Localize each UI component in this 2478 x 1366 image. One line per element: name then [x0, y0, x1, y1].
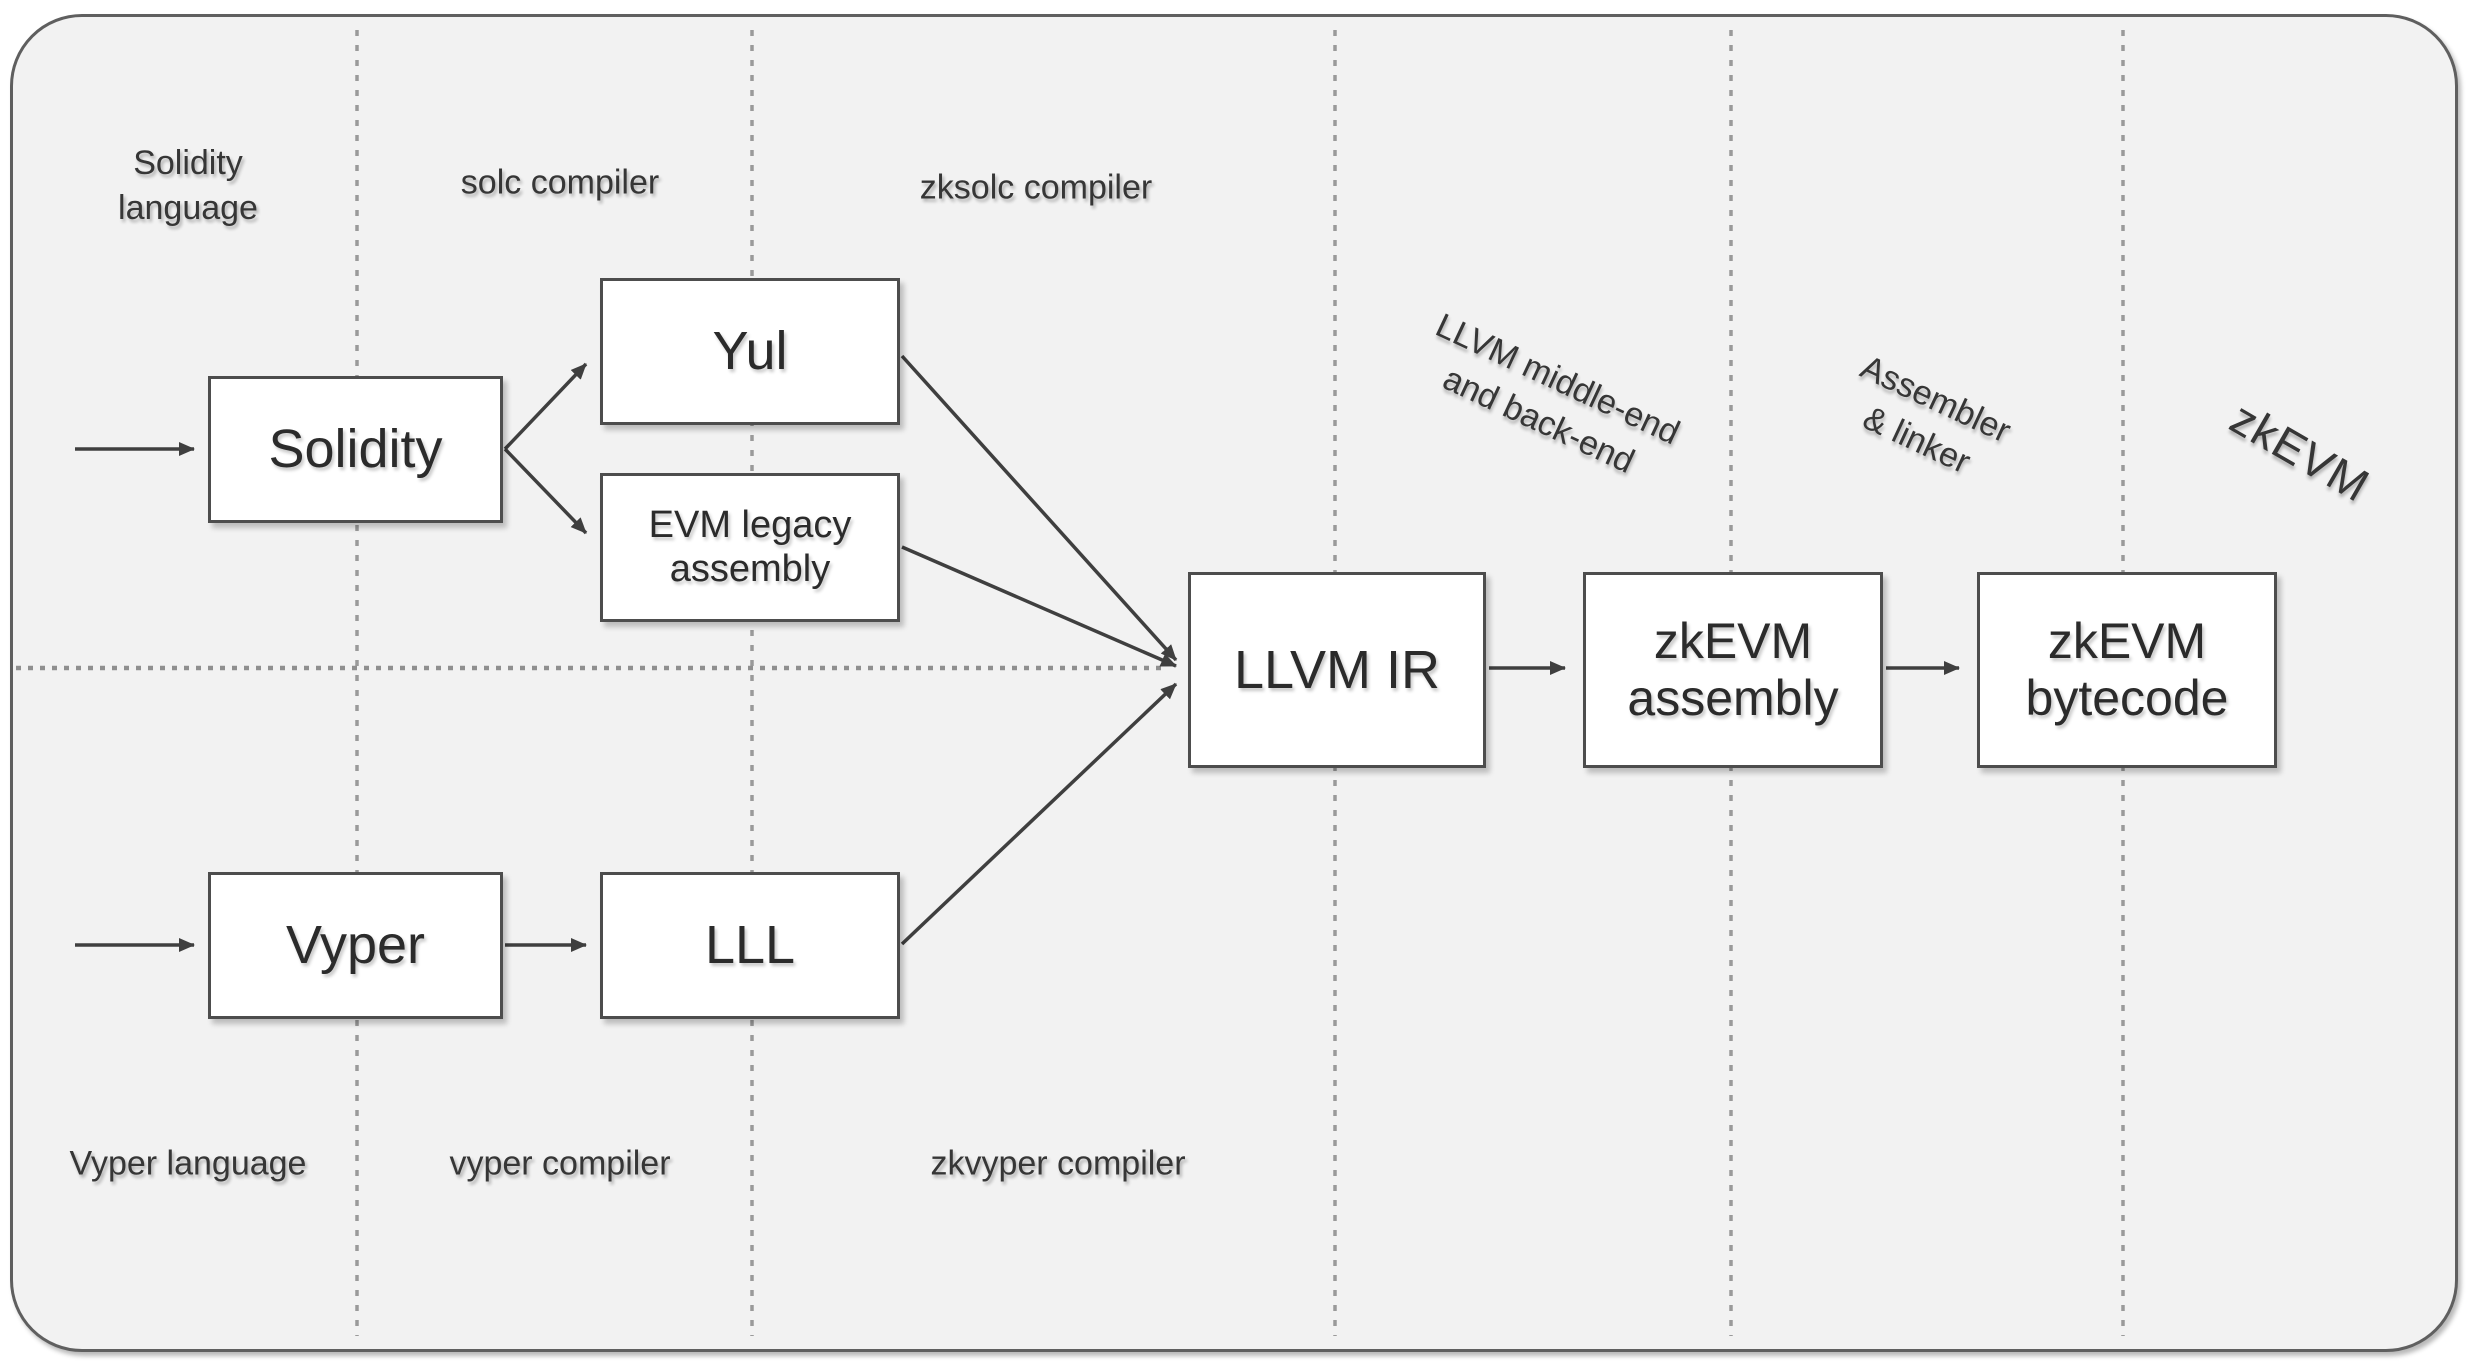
node-llvm-ir: LLVM IR — [1188, 572, 1486, 768]
flow-arrows — [75, 354, 1960, 952]
lane-label-solidity-language: Solidity language — [118, 144, 258, 227]
node-evm-legacy-assembly: EVM legacy assembly — [600, 473, 900, 622]
node-vyper: Vyper — [208, 872, 503, 1019]
node-zkevm-bytecode: zkEVM bytecode — [1977, 572, 2277, 768]
node-solidity: Solidity — [208, 376, 503, 523]
node-vyper-label: Vyper — [285, 915, 426, 976]
node-yul-label: Yul — [712, 321, 788, 382]
node-solidity-label: Solidity — [268, 419, 443, 480]
lane-label-vyper-language: Vyper language — [69, 1144, 307, 1183]
node-zkevm-assembly-label: zkEVM assembly — [1627, 612, 1839, 727]
lane-label-vyper-compiler: vyper compiler — [449, 1144, 671, 1183]
node-lll: LLL — [600, 872, 900, 1019]
node-evm-legacy-assembly-label: EVM legacy assembly — [648, 503, 852, 590]
node-zkevm-assembly: zkEVM assembly — [1583, 572, 1883, 768]
lane-label-zksolc-compiler: zksolc compiler — [919, 168, 1153, 207]
node-zkevm-bytecode-label: zkEVM bytecode — [2025, 612, 2229, 727]
node-lll-label: LLL — [704, 915, 796, 976]
lane-label-zkvyper-compiler: zkvyper compiler — [930, 1144, 1186, 1183]
node-llvm-ir-label: LLVM IR — [1233, 639, 1441, 700]
lane-label-solc-compiler: solc compiler — [460, 163, 660, 202]
node-yul: Yul — [600, 278, 900, 425]
